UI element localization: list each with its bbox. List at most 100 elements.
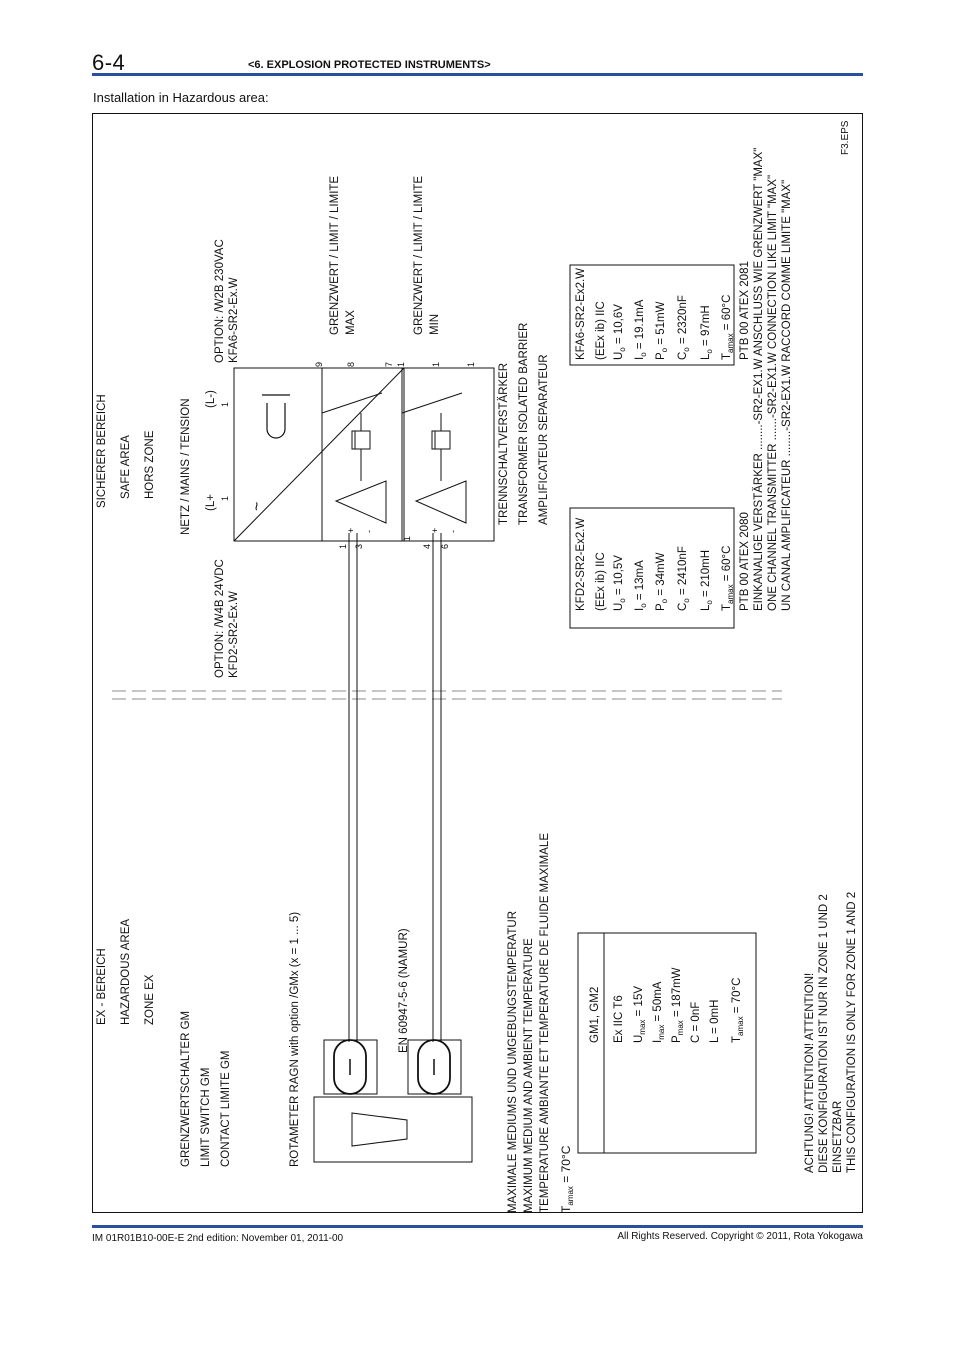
chapter-title: <6. EXPLOSION PROTECTED INSTRUMENTS>	[248, 59, 491, 71]
svg-text:THIS CONFIGURATION IS ONLY FOR: THIS CONFIGURATION IS ONLY FOR ZONE 1 AN…	[846, 892, 858, 1173]
svg-text:HORS ZONE: HORS ZONE	[144, 430, 156, 499]
diagram-frame	[92, 113, 863, 1213]
wiring-cables	[348, 533, 442, 1042]
svg-text:Tamax = 60°C: Tamax = 60°C	[721, 546, 735, 611]
svg-text:CONTACT LIMITE GM: CONTACT LIMITE GM	[220, 1051, 232, 1168]
limit-max-label: GRENZWERT / LIMIT / LIMITE MAX	[329, 176, 357, 335]
svg-text:Io = 13mA: Io = 13mA	[634, 560, 648, 611]
attention-note: ACHTUNG! ATTENTION! ATTENTION! DIESE KON…	[804, 892, 858, 1173]
kfa6-parameter-box: KFA6-SR2-Ex2.W (EEx ib) IIC Uo = 10,6V I…	[569, 264, 735, 366]
svg-text:Co = 2410nF: Co = 2410nF	[677, 546, 691, 611]
svg-text:1: 1	[338, 544, 348, 549]
rotameter-body	[313, 1096, 473, 1163]
svg-text:OPTION: /W4B 24VDC: OPTION: /W4B 24VDC	[214, 559, 226, 678]
svg-text:1: 1	[466, 362, 476, 367]
l-plus-label: (L+	[205, 494, 217, 511]
svg-text:SAFE AREA: SAFE AREA	[120, 435, 132, 499]
svg-text:3: 3	[354, 544, 364, 549]
figure-id: F3.EPS	[840, 120, 851, 155]
svg-text:KFD2-SR2-Ex2.W: KFD2-SR2-Ex2.W	[575, 518, 587, 611]
footer-rule	[92, 1225, 863, 1228]
svg-text:TEMPERATURE AMBIANTE ET TEMPER: TEMPERATURE AMBIANTE ET TEMPERATURE DE F…	[539, 833, 551, 1213]
svg-text:Io = 19.1mA: Io = 19.1mA	[634, 299, 648, 360]
barrier-label: TRENNSCHALTVERSTÄRKER TRANSFORMER ISOLAT…	[498, 323, 550, 525]
limit-switch-label: GRENZWERTSCHALTER GM LIMIT SWITCH GM CON…	[180, 1011, 232, 1167]
svg-text:Lo = 210mH: Lo = 210mH	[700, 550, 714, 611]
ptb-2081-label: PTB 00 ATEX 2081	[739, 261, 751, 360]
svg-text:Umax = 15V: Umax = 15V	[633, 986, 647, 1043]
footer-copyright: All Rights Reserved. Copyright © 2011, R…	[617, 1231, 863, 1242]
svg-text:+: +	[430, 528, 440, 533]
svg-text:-: -	[364, 530, 374, 533]
svg-text:4: 4	[422, 544, 432, 549]
svg-text:L = 0mH: L = 0mH	[709, 1000, 721, 1043]
svg-text:ONE CHANNEL TRANSMITTER ......: ONE CHANNEL TRANSMITTER .......-SR2-EX1.…	[767, 175, 779, 611]
svg-text:Co = 2320nF: Co = 2320nF	[677, 295, 691, 360]
svg-text:~: ~	[249, 502, 266, 511]
svg-text:Lo = 97mH: Lo = 97mH	[700, 305, 714, 360]
sensor-gm1	[323, 1039, 378, 1095]
svg-text:TRANSFORMER ISOLATED BARRIER: TRANSFORMER ISOLATED BARRIER	[518, 323, 530, 525]
svg-text:MAXIMUM MEDIUM AND AMBIENT TEM: MAXIMUM MEDIUM AND AMBIENT TEMPERATURE	[523, 938, 535, 1213]
wiring-diagram: F3.EPS SICHERER BEREICH SAFE AREA HORS Z…	[92, 113, 863, 1213]
header-rule	[92, 73, 863, 76]
svg-text:SICHERER BEREICH: SICHERER BEREICH	[96, 394, 108, 508]
kfd2-parameter-box: KFD2-SR2-Ex2.W (EEx ib) IIC Uo = 10,5V I…	[569, 507, 735, 629]
svg-text:MAX: MAX	[345, 310, 357, 335]
ptb-2080-label: PTB 00 ATEX 2080	[739, 512, 751, 611]
svg-text:UN CANAL AMPLIFICATEUR .......: UN CANAL AMPLIFICATEUR ........-SR2-EX1.…	[781, 180, 793, 611]
svg-text:Uo = 10,6V: Uo = 10,6V	[613, 304, 627, 360]
namur-label: EN 60947-5-6 (NAMUR)	[398, 928, 410, 1053]
tamax-label: Tamax = 70°C	[559, 1145, 575, 1213]
footer-doc-id: IM 01R01B10-00E-E 2nd edition: November …	[92, 1233, 344, 1244]
connection-notes: EINKANALIGE VERSTÄRKER ........-SR2-EX1.…	[753, 148, 793, 611]
svg-text:Tamax = 60°C: Tamax = 60°C	[721, 295, 735, 360]
svg-text:1: 1	[402, 536, 412, 541]
svg-text:KFA6-SR2-Ex2.W: KFA6-SR2-Ex2.W	[575, 268, 587, 360]
svg-text:Imax = 50mA: Imax = 50mA	[652, 981, 666, 1043]
limit-min-label: GRENZWERT / LIMIT / LIMITE MIN	[413, 176, 441, 335]
svg-text:(EEx ib) IIC: (EEx ib) IIC	[595, 301, 607, 360]
svg-text:AMPLIFICATEUR SEPARATEUR: AMPLIFICATEUR SEPARATEUR	[538, 354, 550, 525]
rotameter-label: ROTAMETER RAGN with option /GMx (x = 1 .…	[289, 912, 301, 1167]
hazardous-area-label: EX - BEREICH HAZARDOUS AREA ZONE EX	[96, 919, 156, 1025]
svg-text:8: 8	[346, 362, 356, 367]
barrier-amplifier-block	[321, 367, 495, 542]
svg-text:Uo = 10,5V: Uo = 10,5V	[613, 555, 627, 611]
svg-text:1: 1	[220, 402, 230, 407]
ambient-temperature-label: MAXIMALE MEDIUMS UND UMGEBUNGSTEMPERATUR…	[507, 833, 551, 1213]
svg-text:(EEx ib) IIC: (EEx ib) IIC	[595, 552, 607, 611]
svg-text:Tamax = 70°C: Tamax = 70°C	[731, 978, 745, 1043]
svg-text:Pmax = 187mW: Pmax = 187mW	[671, 967, 685, 1043]
section-label: Installation in Hazardous area:	[93, 90, 269, 105]
svg-text:EX - BEREICH: EX - BEREICH	[96, 948, 108, 1025]
svg-text:Po = 51mW: Po = 51mW	[655, 301, 669, 360]
svg-text:HAZARDOUS AREA: HAZARDOUS AREA	[120, 919, 132, 1025]
svg-text:6: 6	[440, 544, 450, 549]
power-supply-block: ~	[233, 367, 405, 542]
svg-text:GRENZWERT / LIMIT / LIMITE: GRENZWERT / LIMIT / LIMITE	[329, 176, 341, 335]
svg-text:MAXIMALE MEDIUMS UND UMGEBUNGS: MAXIMALE MEDIUMS UND UMGEBUNGSTEMPERATUR	[507, 911, 519, 1213]
svg-text:GM1, GM2: GM1, GM2	[589, 987, 601, 1043]
svg-text:EINSETZBAR: EINSETZBAR	[832, 1101, 844, 1173]
svg-text:DIESE KONFIGURATION IST NUR IN: DIESE KONFIGURATION IST NUR IN ZONE 1 UN…	[818, 894, 830, 1173]
option-w2b-label: OPTION: /W2B 230VAC KFA6-SR2-Ex.W	[214, 239, 240, 363]
svg-text:ACHTUNG! ATTENTION! ATTENTION!: ACHTUNG! ATTENTION! ATTENTION!	[804, 973, 816, 1173]
svg-text:Po = 34mW: Po = 34mW	[655, 552, 669, 611]
svg-text:KFD2-SR2-Ex.W: KFD2-SR2-Ex.W	[228, 591, 240, 678]
svg-text:9: 9	[314, 362, 324, 367]
safe-area-label: SICHERER BEREICH SAFE AREA HORS ZONE	[96, 394, 156, 508]
svg-text:GRENZWERT / LIMIT / LIMITE: GRENZWERT / LIMIT / LIMITE	[413, 176, 425, 335]
svg-text:+: +	[346, 528, 356, 533]
terminal-numbers: 1 + 3 - 4 + 6 - 1 1 9 8 7 1 1 1 1	[220, 362, 476, 549]
svg-text:7: 7	[384, 362, 394, 367]
svg-text:OPTION: /W2B 230VAC: OPTION: /W2B 230VAC	[214, 239, 226, 363]
gm-parameter-box: GM1, GM2 Ex IIC T6 Umax = 15V Imax = 50m…	[577, 932, 757, 1154]
mains-label: NETZ / MAINS / TENSION	[180, 398, 192, 535]
sensor-gm2	[407, 1039, 462, 1095]
svg-text:ZONE EX: ZONE EX	[144, 974, 156, 1025]
page-number: 6-4	[92, 50, 126, 75]
svg-text:Ex IIC T6: Ex IIC T6	[613, 995, 625, 1043]
svg-text:1: 1	[220, 496, 230, 501]
l-minus-label: (L-)	[205, 390, 217, 408]
